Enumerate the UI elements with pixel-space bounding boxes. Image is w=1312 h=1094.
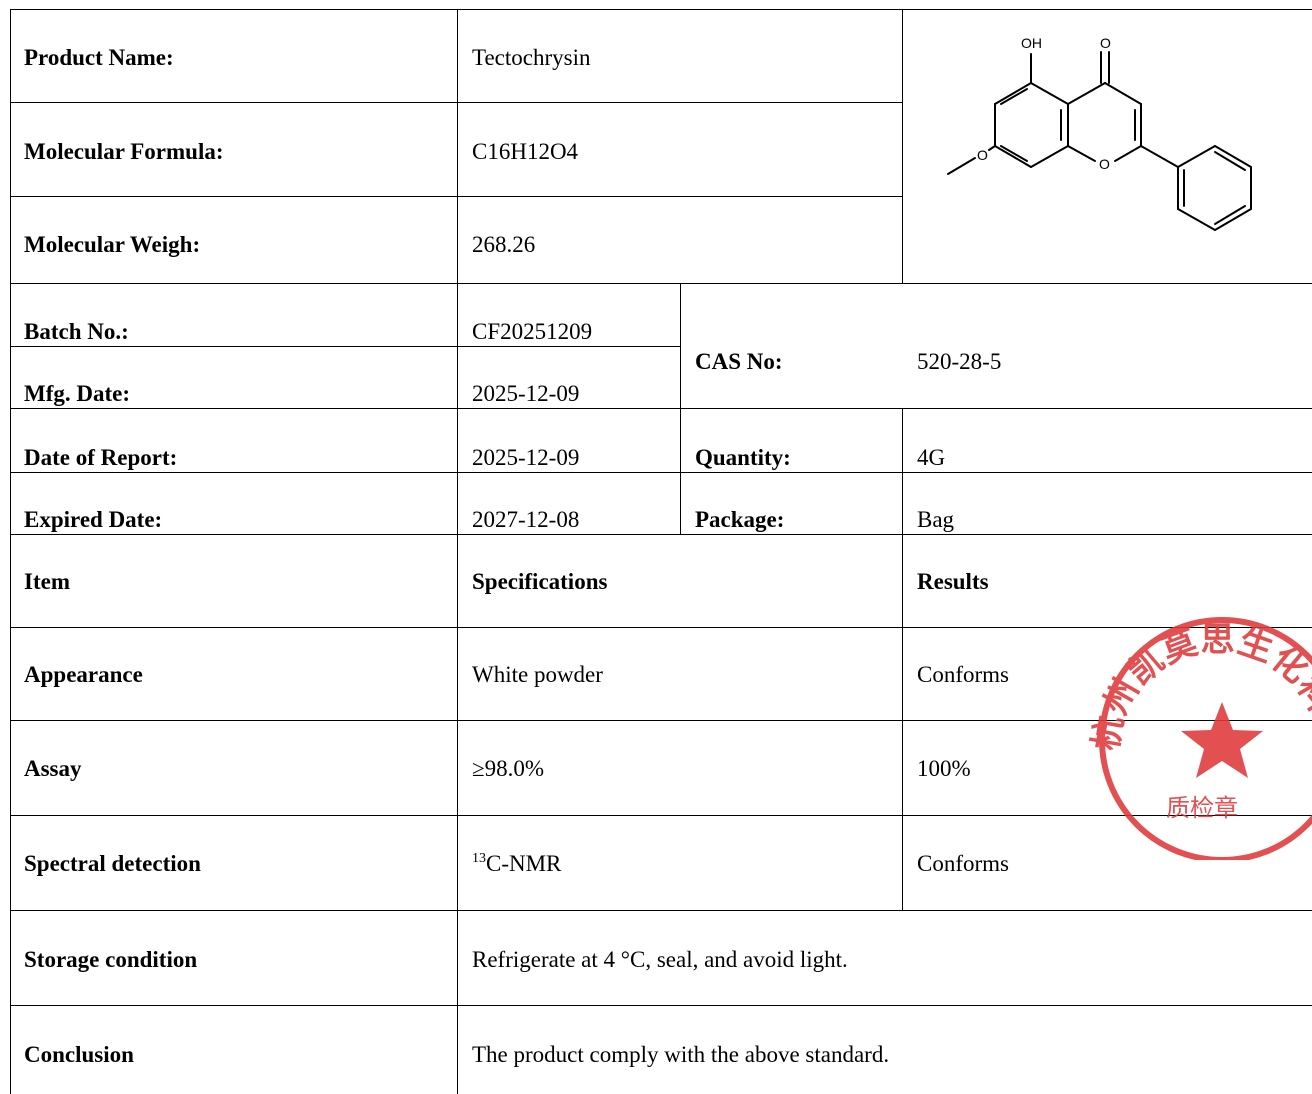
col-header-results: Results [917,569,989,594]
quantity-label: Quantity: [695,445,791,470]
border-top [10,9,1312,10]
row-line [10,102,902,103]
row-line [10,283,1312,284]
col-line [902,9,903,284]
batch-no-label: Batch No.: [24,319,129,344]
molecular-formula-label: Molecular Formula: [24,139,224,164]
row-line [10,627,1312,628]
spec-text: C-NMR [486,851,562,876]
table-row-spec: White powder [472,662,603,687]
product-name-value: Tectochrysin [472,45,591,70]
row-line [10,1005,1312,1006]
storage-condition-value: Refrigerate at 4 °C, seal, and avoid lig… [472,947,848,972]
col-header-specifications: Specifications [472,569,608,594]
methoxy-o-label: O [977,147,988,163]
mfg-date-label: Mfg. Date: [24,381,131,406]
oh-label: OH [1021,35,1042,51]
table-row-result: Conforms [917,851,1009,876]
quantity-value: 4G [917,445,946,470]
row-line [10,408,1312,409]
expired-date-label: Expired Date: [24,507,163,532]
star-icon [1181,702,1263,778]
report-date-label: Date of Report: [24,445,178,470]
conclusion-label: Conclusion [24,1042,134,1067]
carbonyl-o-label: O [1100,35,1111,51]
storage-condition-label: Storage condition [24,947,198,972]
molecular-weight-value: 268.26 [472,232,536,257]
cas-no-value: 520-28-5 [917,349,1002,374]
col-line [457,9,458,1094]
package-value: Bag [917,507,955,532]
table-row-spec: 13C-NMR [472,851,561,877]
row-line [10,472,1312,473]
product-name-label: Product Name: [24,45,174,70]
table-row-item: Spectral detection [24,851,201,876]
molecular-weight-label: Molecular Weigh: [24,232,201,257]
report-date-value: 2025-12-09 [472,445,580,470]
row-line [10,815,1312,816]
col-line [680,283,681,535]
molecular-formula-value: C16H12O4 [472,139,579,164]
col-line [902,534,903,911]
border-left [10,9,11,1094]
mfg-date-value: 2025-12-09 [472,381,580,406]
isotope-superscript: 13 [472,851,486,866]
table-row-item: Appearance [24,662,143,687]
col-header-item: Item [24,569,70,594]
chemical-structure: OH O O O [947,35,1252,231]
expired-date-value: 2027-12-08 [472,507,580,532]
ring-o-label: O [1099,156,1110,172]
row-line [10,720,1312,721]
cas-no-label: CAS No: [695,349,783,374]
batch-no-value: CF20251209 [472,319,593,344]
table-row-result: Conforms [917,662,1009,687]
row-line [10,910,1312,911]
row-line [10,534,1312,535]
row-line [10,346,680,347]
col-line [902,408,903,535]
conclusion-value: The product comply with the above standa… [472,1042,890,1067]
package-label: Package: [695,507,785,532]
seal-center-text: 质检章 [1166,794,1238,822]
row-line [10,196,902,197]
table-row-spec: ≥98.0% [472,756,545,781]
quality-seal: 杭州凯莫思生化科技有限公司 质检章 [1058,602,1312,860]
table-row-result: 100% [917,756,971,781]
seal-ring-text: 杭州凯莫思生化科技有限公司 [1058,602,1312,753]
table-row-item: Assay [24,756,82,781]
